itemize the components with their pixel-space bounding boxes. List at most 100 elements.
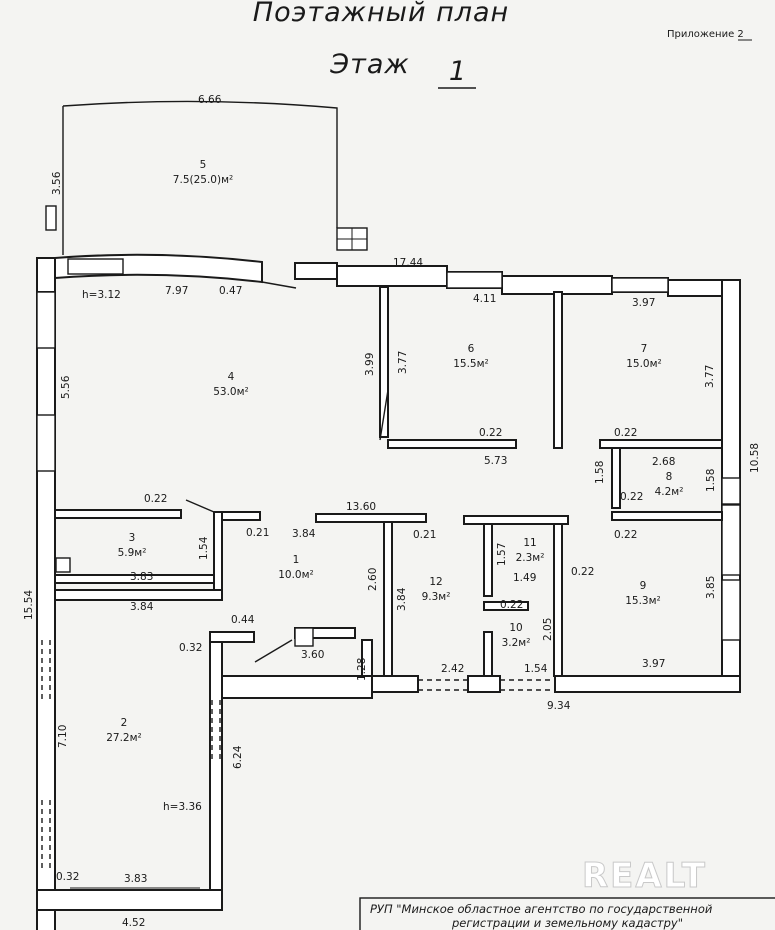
dimension-label: 1.54 bbox=[198, 536, 210, 560]
room-9-area: 15.3м² bbox=[625, 595, 661, 607]
room-12-number: 12 bbox=[429, 576, 442, 588]
dimension-label: 0.22 bbox=[620, 491, 643, 503]
appendix-label: Приложение 2 bbox=[667, 29, 744, 40]
door-swing bbox=[379, 389, 389, 441]
room-11-area: 2.3м² bbox=[516, 552, 545, 564]
window bbox=[446, 271, 503, 289]
dimension-label: 2.05 bbox=[542, 618, 554, 641]
dimension-label: 7.10 bbox=[57, 725, 69, 748]
interior-wall bbox=[221, 511, 261, 521]
dimension-label: 1.57 bbox=[496, 543, 508, 566]
stamp-frame bbox=[359, 897, 775, 930]
dimension-label: 3.99 bbox=[364, 353, 376, 376]
interior-wall bbox=[611, 511, 723, 521]
dimension-label: 15.54 bbox=[23, 590, 35, 620]
room-1-area: 10.0м² bbox=[278, 569, 314, 581]
dimension-label: 6.66 bbox=[198, 94, 222, 106]
dimension-label: 3.84 bbox=[396, 587, 408, 611]
dimension-label: 4.52 bbox=[122, 917, 145, 929]
dimension-label: 3.60 bbox=[301, 649, 324, 661]
porch-outline bbox=[62, 100, 338, 255]
dimension-label: 3.56 bbox=[51, 171, 63, 195]
dimension-label: 17.44 bbox=[393, 257, 423, 269]
room-3-area: 5.9м² bbox=[118, 547, 147, 559]
dimension-label: 0.22 bbox=[144, 493, 167, 505]
door-swing bbox=[254, 639, 293, 663]
outer-wall bbox=[36, 291, 56, 930]
dimension-label: 3.83 bbox=[130, 571, 153, 583]
interior-wall bbox=[553, 523, 563, 677]
dimension-label: 4.11 bbox=[473, 293, 496, 305]
room-8-area: 4.2м² bbox=[655, 486, 684, 498]
dimension-label: 2.68 bbox=[652, 456, 675, 468]
room-6-area: 15.5м² bbox=[453, 358, 489, 370]
dimension-label: 0.47 bbox=[219, 285, 242, 297]
window bbox=[611, 277, 669, 293]
room-10-area: 3.2м² bbox=[502, 637, 531, 649]
door-swing bbox=[185, 499, 215, 513]
room-4-area: 53.0м² bbox=[213, 386, 249, 398]
dimension-label: 0.22 bbox=[571, 566, 594, 578]
dimension-label: 0.22 bbox=[479, 427, 502, 439]
interior-wall bbox=[315, 513, 427, 523]
ceiling-height: h=3.36 bbox=[163, 801, 202, 813]
dimension-label: 5.56 bbox=[60, 375, 72, 399]
interior-wall bbox=[213, 511, 223, 591]
interior-wall bbox=[463, 515, 569, 525]
outer-wall bbox=[36, 889, 223, 911]
outer-wall bbox=[36, 257, 56, 293]
plan-title: Поэтажный план bbox=[253, 0, 509, 28]
dimension-label: 1.54 bbox=[524, 663, 548, 675]
room-12-area: 9.3м² bbox=[422, 591, 451, 603]
floor-label: Этаж bbox=[329, 49, 409, 80]
room-3-number: 3 bbox=[129, 532, 136, 544]
room-2-area: 27.2м² bbox=[106, 732, 142, 744]
dimension-label: 3.97 bbox=[642, 658, 665, 670]
dimension-label: 0.22 bbox=[614, 529, 637, 541]
dimension-label: 1.49 bbox=[513, 572, 536, 584]
dimension-label: 1.58 bbox=[705, 469, 717, 492]
room-8-number: 8 bbox=[666, 471, 673, 483]
column bbox=[294, 627, 314, 647]
dimension-label: 6.24 bbox=[232, 745, 244, 769]
room-11-number: 11 bbox=[523, 537, 536, 549]
floor-number: 1 bbox=[449, 56, 467, 87]
fixture-icon bbox=[55, 557, 71, 573]
room-4-number: 4 bbox=[228, 371, 235, 383]
dimension-label: 1.58 bbox=[594, 461, 606, 484]
room-6-number: 6 bbox=[468, 343, 475, 355]
interior-wall bbox=[611, 447, 621, 509]
stamp-line-2: регистрации и земельному кадастру" bbox=[451, 916, 683, 930]
dimension-label: 0.32 bbox=[179, 642, 202, 654]
outer-wall bbox=[294, 262, 338, 280]
interior-wall bbox=[54, 509, 182, 519]
dimension-label: 0.22 bbox=[500, 599, 523, 611]
dimension-label: 2.42 bbox=[441, 663, 464, 675]
dimension-label: 0.21 bbox=[413, 529, 436, 541]
outer-wall bbox=[336, 265, 448, 287]
room-7-area: 15.0м² bbox=[626, 358, 662, 370]
interior-wall bbox=[209, 631, 255, 643]
outer-wall bbox=[554, 675, 741, 693]
window bbox=[67, 258, 124, 275]
dimension-label: 3.77 bbox=[704, 365, 716, 388]
watermark-logo: REALT bbox=[582, 856, 707, 896]
interior-wall bbox=[361, 639, 373, 677]
room-5-area: 7.5(25.0)м² bbox=[173, 174, 233, 186]
dimension-label: 3.77 bbox=[397, 351, 409, 374]
interior-wall bbox=[379, 286, 389, 438]
outer-wall bbox=[209, 639, 223, 911]
ceiling-height: h=3.12 bbox=[82, 289, 121, 301]
room-2-number: 2 bbox=[121, 717, 128, 729]
door-swing bbox=[261, 281, 297, 289]
outer-wall bbox=[467, 675, 501, 693]
interior-wall bbox=[387, 439, 517, 449]
dimension-label: 1.28 bbox=[356, 658, 368, 681]
dimension-label: 0.22 bbox=[614, 427, 637, 439]
interior-wall bbox=[553, 291, 563, 449]
interior-wall bbox=[54, 589, 223, 601]
dimension-label: 2.60 bbox=[367, 568, 379, 591]
interior-wall bbox=[599, 439, 723, 449]
dimension-label: 13.60 bbox=[346, 501, 376, 513]
